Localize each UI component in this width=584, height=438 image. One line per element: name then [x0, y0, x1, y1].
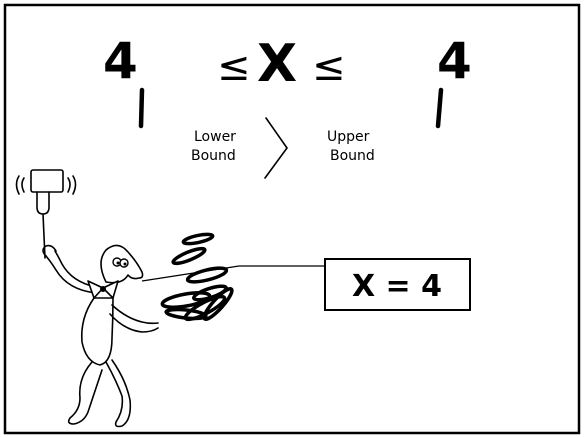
- juggler-figure: [42, 244, 159, 428]
- result-box: [324, 258, 471, 311]
- lower-bound-line1: Lower: [194, 129, 236, 145]
- upper-value: 4: [437, 32, 472, 90]
- upper-bound-line2: Bound: [330, 148, 375, 164]
- juggling-rings-icon: [160, 232, 234, 322]
- lower-bound-line2: Bound: [191, 148, 236, 164]
- bounds-bracket: [264, 117, 288, 179]
- result-text: X = 4: [352, 269, 442, 304]
- leq-left: ≤: [217, 44, 251, 90]
- lower-tick: [138, 87, 145, 129]
- joystick-icon: [15, 169, 77, 259]
- leq-right: ≤: [312, 44, 346, 90]
- lower-value: 4: [103, 32, 138, 90]
- upper-tick: [435, 87, 444, 129]
- variable-x: X: [257, 34, 297, 94]
- upper-bound-line1: Upper: [327, 129, 370, 145]
